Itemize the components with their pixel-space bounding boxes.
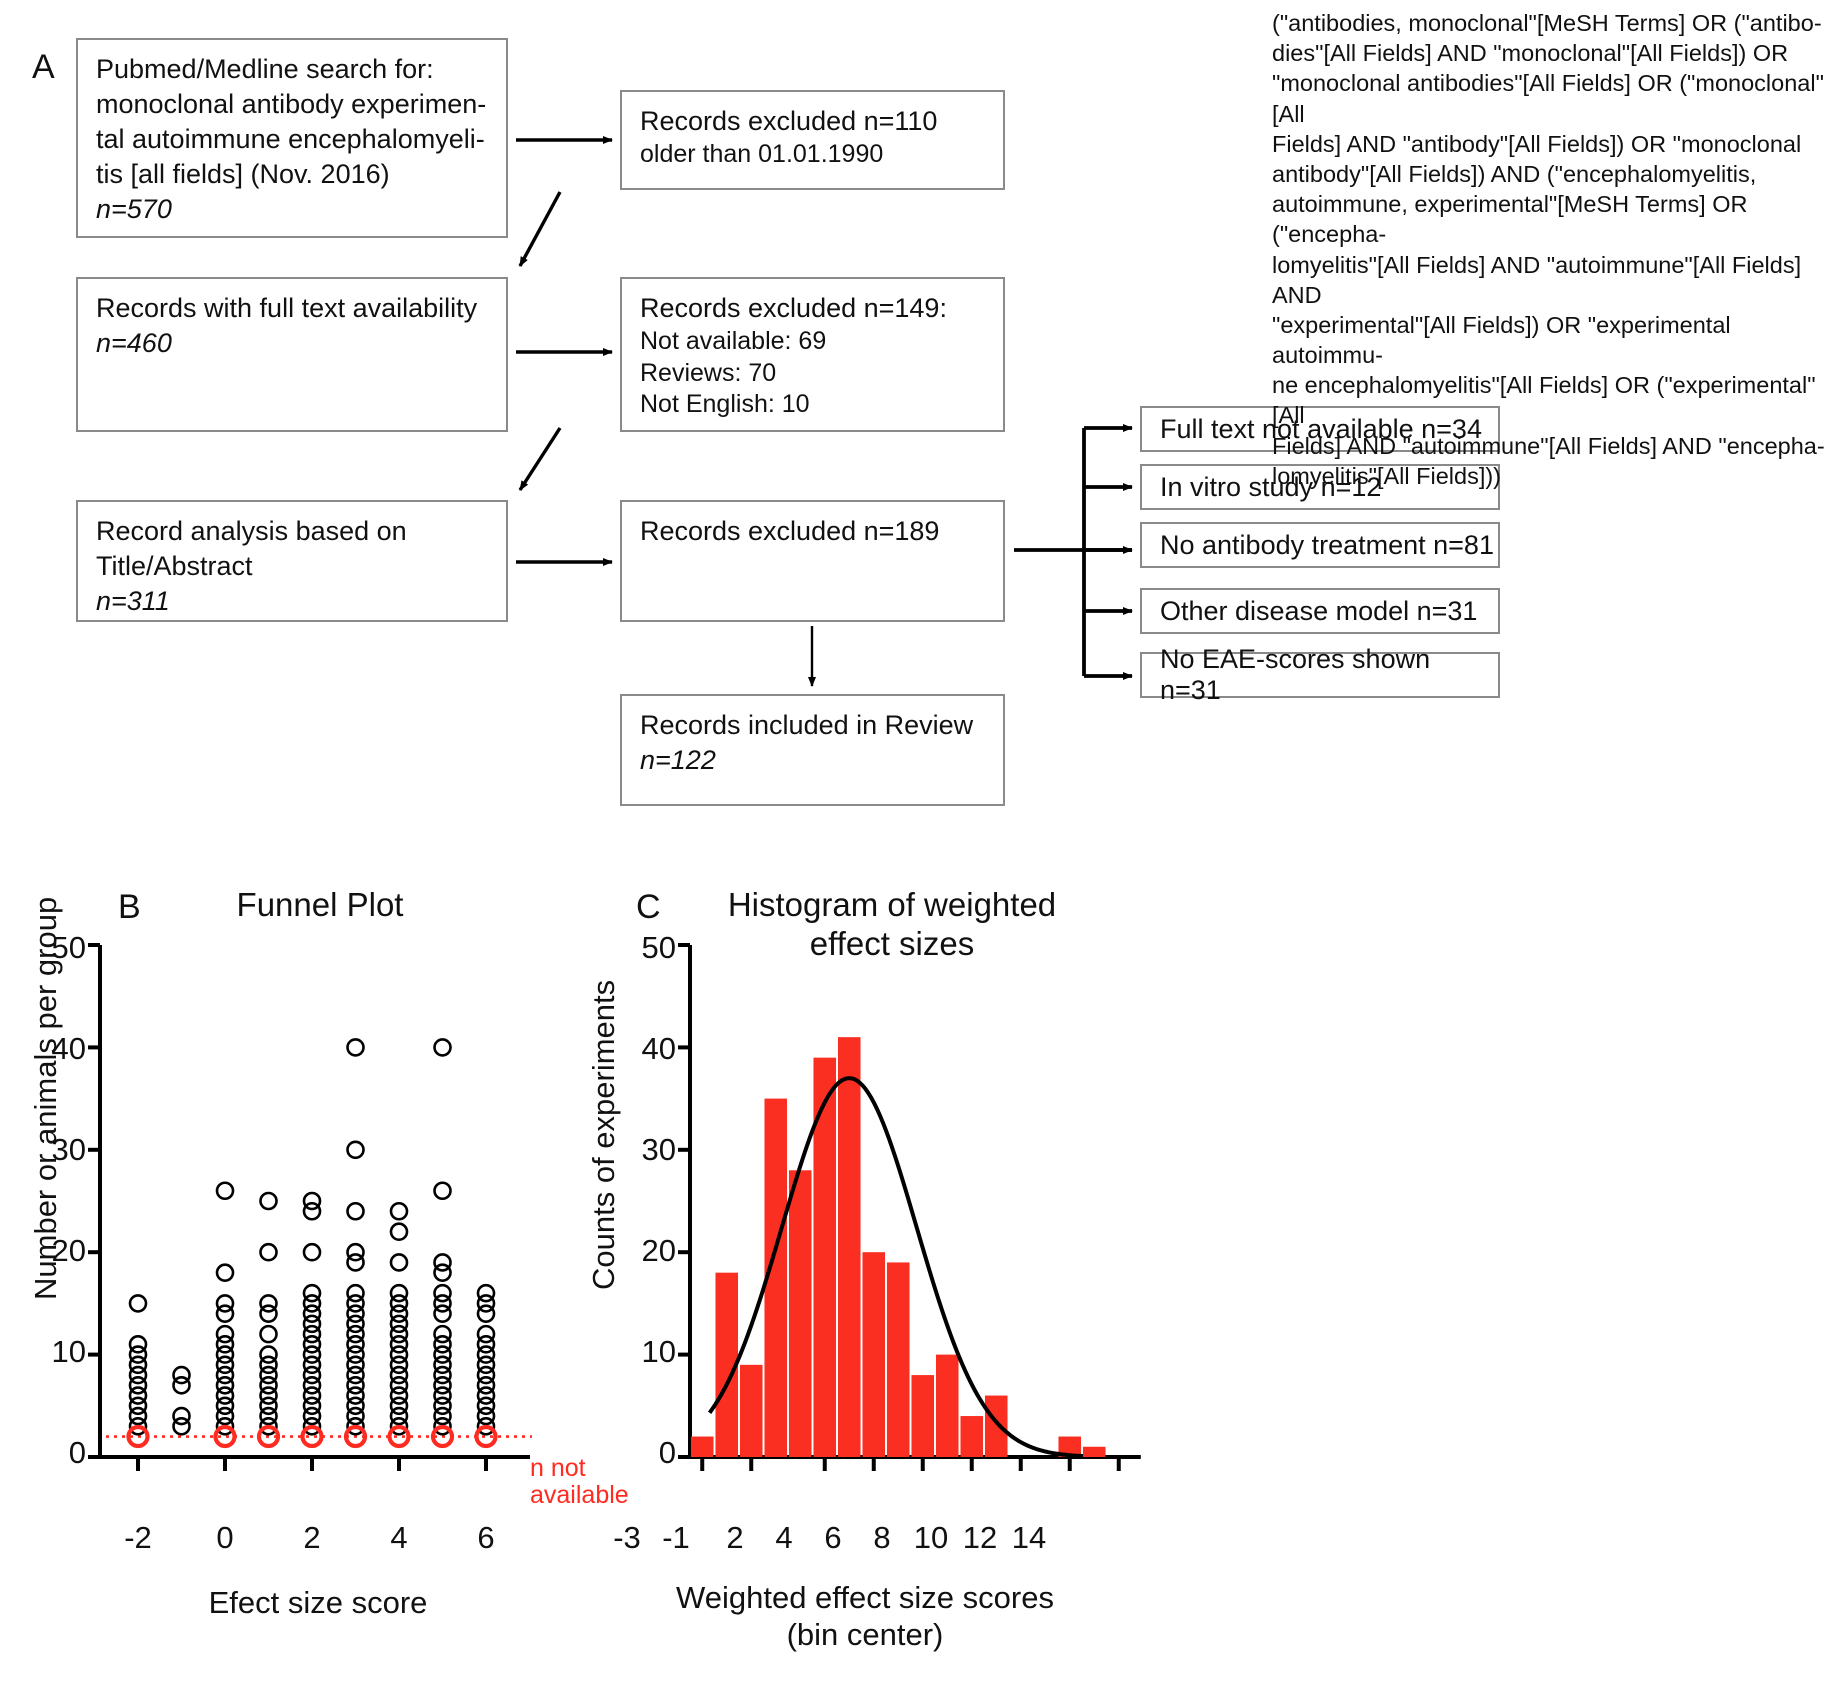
reason-box-4: No EAE-scores shown n=31 <box>1140 644 1500 705</box>
hist-ytick-50: 50 <box>641 930 676 965</box>
reason-label-4: No EAE-scores shown n=31 <box>1160 644 1431 705</box>
excl149-line4: Not English: 10 <box>640 390 810 419</box>
search-box-count: n=570 <box>96 194 172 225</box>
search-box-line1: Pubmed/Medline search for: <box>96 54 434 84</box>
funnel-plot-title: Funnel Plot <box>236 886 404 923</box>
funnel-ytick-50: 50 <box>51 930 86 965</box>
excl149-line2: Not available: 69 <box>640 327 827 356</box>
flow-box-search: Pubmed/Medline search for: monoclonal an… <box>76 38 508 238</box>
excl149-line1: Records excluded n=149: <box>640 293 947 323</box>
histogram-title: Histogram of weighted effect sizes <box>672 886 1112 964</box>
panel-c-letter: C <box>636 888 661 926</box>
histogram-title-line1: Histogram of weighted <box>727 886 1057 923</box>
fulltext-box-line1: Records with full text availability <box>96 293 478 323</box>
funnel-xtick-4: 4 <box>390 1520 408 1555</box>
hist-xtick-8: 8 <box>873 1520 891 1555</box>
hist-xlabel-line1: Weighted effect size scores <box>676 1580 1054 1615</box>
reason-label-3: Other disease model n=31 <box>1160 595 1478 626</box>
hist-xlabel-line2: (bin center) <box>786 1616 944 1652</box>
hist-ytick-30: 30 <box>641 1132 676 1167</box>
funnel-xtick--2: -2 <box>124 1520 152 1555</box>
included-box-line1: Records included in Review <box>640 710 974 740</box>
hist-xtick-6: 6 <box>824 1520 842 1555</box>
flow-box-included: Records included in Review n=122 <box>620 694 1005 806</box>
funnel-xtick-6: 6 <box>477 1520 495 1555</box>
panel-b-letter: B <box>118 888 141 926</box>
hist-xtick--3: -3 <box>613 1520 641 1555</box>
funnel-annotation: n not available <box>530 1455 629 1508</box>
excl110-line1: Records excluded n=110 <box>640 106 938 136</box>
funnel-ytick-30: 30 <box>51 1132 86 1167</box>
flow-box-title-abstract: Record analysis based on Title/Abstract … <box>76 500 508 622</box>
search-box-line3: tal autoimmune encephalomyeli- <box>96 124 485 155</box>
titleabstract-box-count: n=311 <box>96 586 170 617</box>
reason-label-0: Full text not available n=34 <box>1160 413 1482 444</box>
histogram-title-line2: effect sizes <box>809 924 975 962</box>
hist-xtick-12: 12 <box>962 1520 998 1555</box>
hist-xtick-2: 2 <box>726 1520 744 1555</box>
hist-ytick-40: 40 <box>641 1031 676 1066</box>
flow-box-excluded-189: Records excluded n=189 <box>620 500 1005 622</box>
histogram-x-axis-label: Weighted effect size scores (bin center) <box>650 1580 1080 1653</box>
hist-xtick-14: 14 <box>1011 1520 1047 1555</box>
hist-xtick-10: 10 <box>913 1520 949 1555</box>
reason-box-1: In vitro study n=12 <box>1140 464 1500 510</box>
funnel-ytick-10: 10 <box>51 1334 86 1369</box>
hist-ytick-10: 10 <box>641 1334 676 1369</box>
funnel-ytick-40: 40 <box>51 1031 86 1066</box>
flow-box-excluded-110: Records excluded n=110 older than 01.01.… <box>620 90 1005 190</box>
reason-label-1: In vitro study n=12 <box>1160 471 1382 502</box>
funnel-plot-canvas <box>88 943 532 1471</box>
reason-label-2: No antibody treatment n=81 <box>1160 529 1494 560</box>
excl149-line3: Reviews: 70 <box>640 358 777 387</box>
included-box-count: n=122 <box>640 745 716 776</box>
titleabstract-box-line1: Record analysis based on <box>96 516 407 546</box>
titleabstract-box-line2: Title/Abstract <box>96 551 253 582</box>
reason-box-0: Full text not available n=34 <box>1140 406 1500 452</box>
search-box-line4: tis [all fields] (Nov. 2016) <box>96 159 390 190</box>
funnel-annotation-line2: available <box>530 1480 629 1509</box>
reason-box-3: Other disease model n=31 <box>1140 588 1500 634</box>
search-box-line2: monoclonal antibody experimen- <box>96 89 487 120</box>
panel-a-letter: A <box>32 48 55 86</box>
funnel-xtick-0: 0 <box>216 1520 234 1555</box>
funnel-x-axis-label: Efect size score <box>208 1585 428 1620</box>
hist-ytick-20: 20 <box>641 1233 676 1268</box>
excl189-line1: Records excluded n=189 <box>640 516 940 546</box>
funnel-ytick-0: 0 <box>68 1435 86 1470</box>
histogram-y-axis-label: Counts of experiments <box>586 979 621 1290</box>
funnel-annotation-line1: n not <box>530 1454 586 1482</box>
excl110-line2: older than 01.01.1990 <box>640 140 884 169</box>
flow-box-excluded-149: Records excluded n=149: Not available: 6… <box>620 277 1005 432</box>
reason-box-2: No antibody treatment n=81 <box>1140 522 1500 568</box>
hist-xtick--1: -1 <box>662 1520 690 1555</box>
flow-box-fulltext: Records with full text availability n=46… <box>76 277 508 432</box>
hist-xtick-4: 4 <box>775 1520 793 1555</box>
funnel-ytick-20: 20 <box>51 1233 86 1268</box>
pubmed-query-string: ("antibodies, monoclonal"[MeSH Terms] OR… <box>1272 10 1825 489</box>
funnel-xtick-2: 2 <box>303 1520 321 1555</box>
hist-ytick-0: 0 <box>658 1435 676 1470</box>
fulltext-box-count: n=460 <box>96 328 172 359</box>
